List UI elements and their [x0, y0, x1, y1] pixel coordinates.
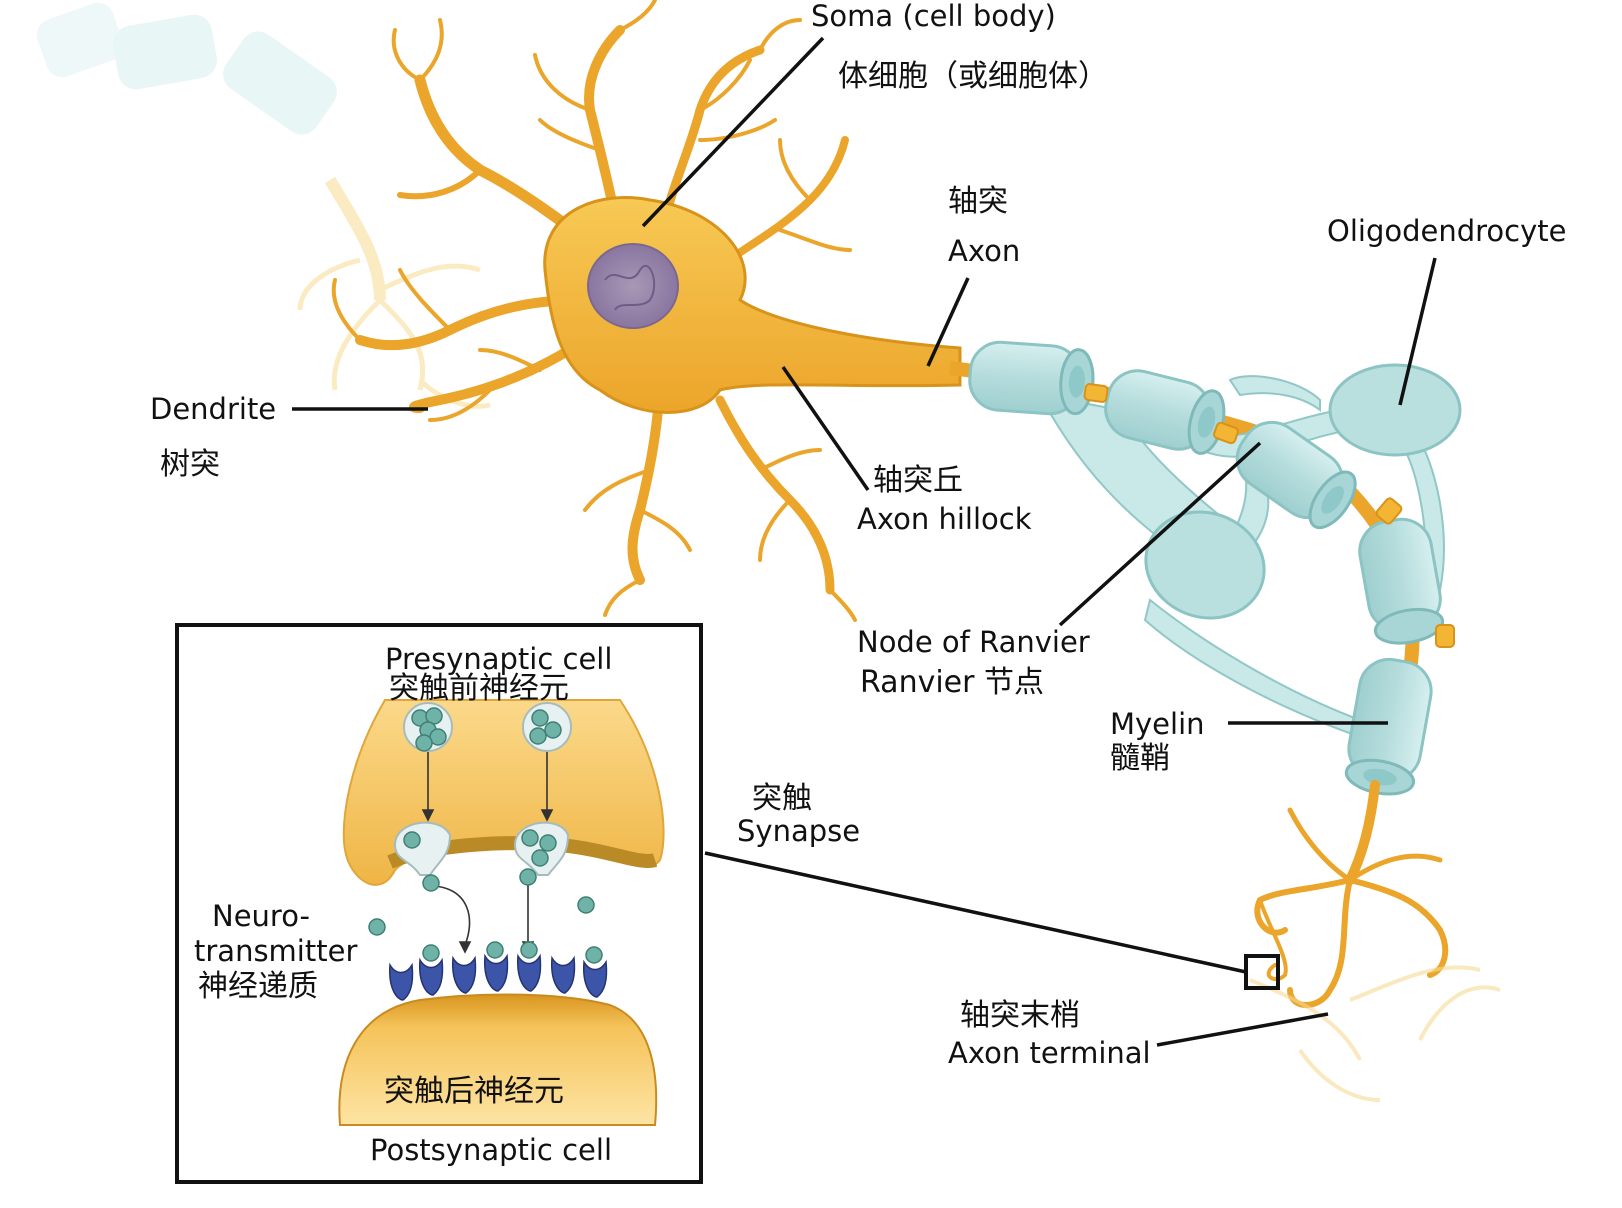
vesicles: [393, 702, 572, 876]
nucleus: [587, 243, 679, 329]
bound-neurotransmitter: [422, 941, 603, 964]
faded-neighbor-axon: [36, 2, 491, 409]
label-synapse-zh: 突触: [752, 781, 812, 816]
synapse-inset-art: [338, 699, 665, 1126]
label-presynaptic-zh: 突触前神经元: [389, 671, 569, 706]
label-axon-zh: 轴突: [948, 184, 1008, 219]
label-hillock-en: Axon hillock: [857, 502, 1032, 536]
label-axon-en: Axon: [948, 234, 1021, 268]
oligodendrocyte-body-top: [1328, 363, 1462, 457]
label-postsynaptic-en: Postsynaptic cell: [370, 1133, 612, 1167]
label-neurotransmitter-line1: Neuro-: [212, 899, 310, 933]
label-oligodendrocyte: Oligodendrocyte: [1327, 214, 1567, 248]
label-node-zh: Ranvier 节点: [860, 665, 1044, 700]
myelin-sheaths: [968, 340, 1445, 796]
label-myelin-en: Myelin: [1110, 707, 1205, 741]
label-hillock-zh: 轴突丘: [873, 463, 963, 498]
label-postsynaptic-zh: 突触后神经元: [384, 1074, 564, 1109]
label-dendrite-zh: 树突: [160, 447, 220, 482]
axon-terminal-branches: [1254, 780, 1449, 1008]
synapse-inset-frame: [175, 623, 703, 1184]
label-terminal-zh: 轴突末梢: [960, 998, 1080, 1033]
neurotransmitter-molecules: [368, 868, 595, 936]
label-neurotransmitter-line2: transmitter: [194, 934, 358, 968]
receptors: [389, 953, 608, 1001]
postsynaptic-terminal: [338, 993, 658, 1126]
label-soma-en: Soma (cell body): [811, 0, 1056, 33]
leader-lines: [292, 36, 1437, 1047]
label-node-en: Node of Ranvier: [857, 625, 1090, 659]
faded-target-dendrites: [1249, 965, 1501, 1102]
label-myelin-zh: 髓鞘: [1110, 741, 1170, 776]
nodes-of-ranvier: [1083, 383, 1455, 648]
label-terminal-en: Axon terminal: [948, 1036, 1151, 1070]
label-neurotransmitter-zh: 神经递质: [198, 969, 318, 1004]
label-presynaptic-en: Presynaptic cell: [385, 642, 613, 676]
label-soma-zh: 体细胞（或细胞体）: [838, 59, 1108, 94]
label-dendrite-en: Dendrite: [150, 392, 277, 426]
label-synapse-en: Synapse: [737, 814, 861, 848]
